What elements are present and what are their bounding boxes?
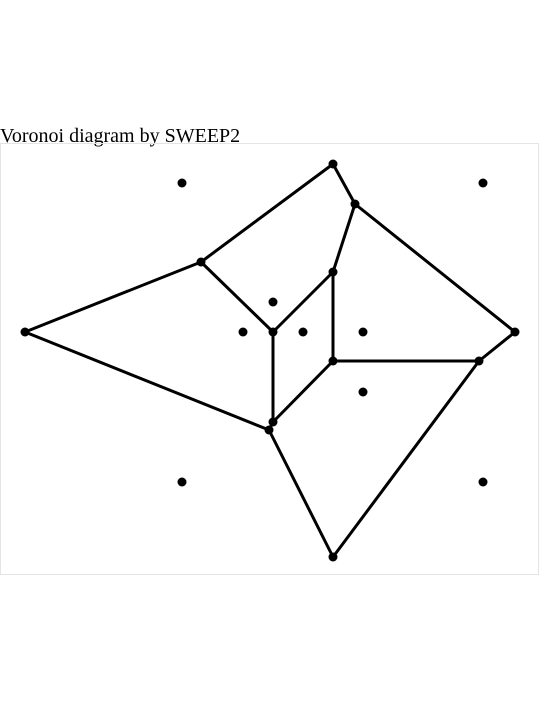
voronoi-edge [199, 260, 275, 334]
voronoi-diagram [20, 159, 520, 562]
voronoi-edge [331, 202, 357, 274]
voronoi-edge [477, 330, 517, 363]
voronoi-vertex [328, 267, 338, 277]
voronoi-vertex [328, 552, 338, 562]
voronoi-vertex [328, 356, 338, 366]
voronoi-site [238, 327, 248, 337]
voronoi-vertex [510, 327, 520, 337]
voronoi-site [298, 327, 308, 337]
voronoi-edges [23, 162, 517, 559]
voronoi-vertex [196, 257, 206, 267]
voronoi-edge [353, 202, 517, 334]
voronoi-vertex [328, 159, 338, 169]
voronoi-edge [331, 162, 357, 206]
voronoi-vertex [264, 425, 274, 435]
voronoi-site [177, 178, 187, 188]
voronoi-vertex [268, 327, 278, 337]
voronoi-sites [177, 178, 488, 487]
voronoi-vertices [20, 159, 520, 562]
voronoi-edge [271, 270, 335, 334]
voronoi-site [478, 178, 488, 188]
diagram-canvas [0, 143, 539, 575]
voronoi-vertex [20, 327, 30, 337]
voronoi-edge [331, 359, 481, 559]
voronoi-site [177, 477, 187, 487]
voronoi-edge [267, 428, 335, 559]
voronoi-site [358, 327, 368, 337]
voronoi-vertex [268, 417, 278, 427]
voronoi-edge [271, 359, 335, 424]
voronoi-site [268, 297, 278, 307]
voronoi-edge [23, 260, 203, 334]
voronoi-edge [199, 162, 335, 264]
voronoi-vertex [350, 199, 360, 209]
voronoi-site [358, 387, 368, 397]
diagram-title: Voronoi diagram by SWEEP2 [0, 125, 241, 147]
voronoi-vertex [474, 356, 484, 366]
voronoi-site [478, 477, 488, 487]
voronoi-edge [23, 330, 271, 432]
